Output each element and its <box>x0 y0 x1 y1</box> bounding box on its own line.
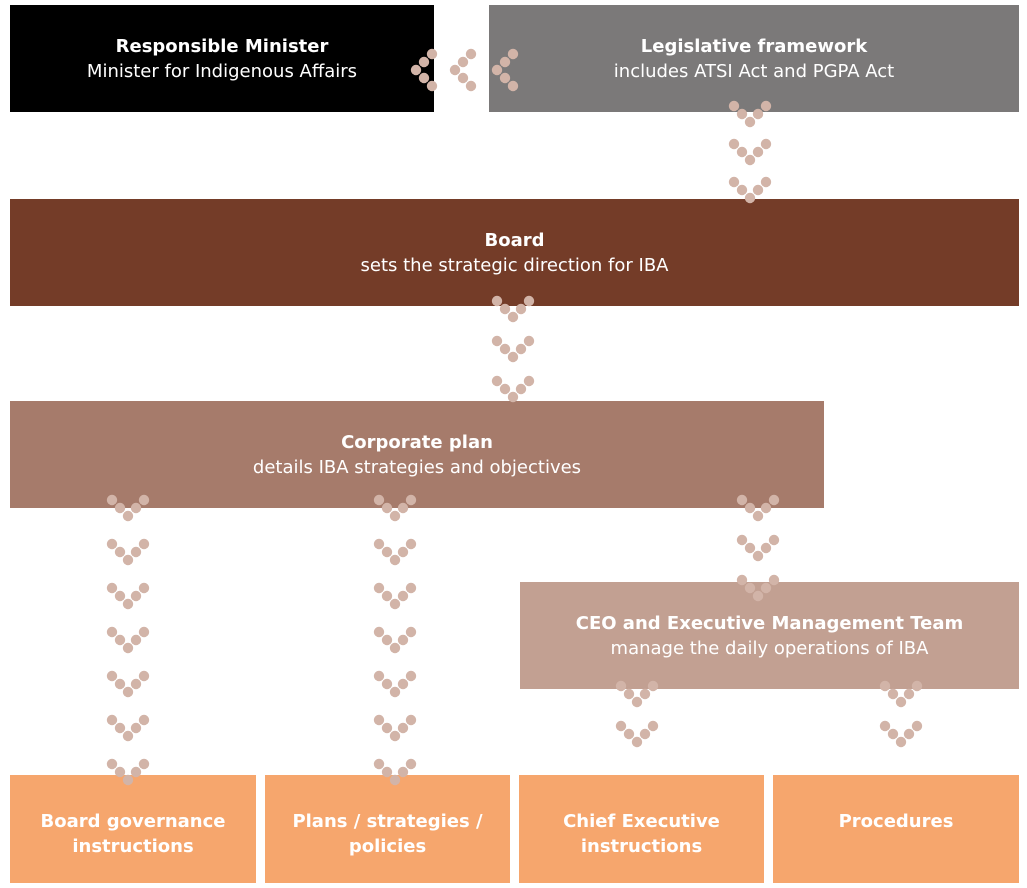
corporate-plan-subtitle: details IBA strategies and objectives <box>252 456 582 478</box>
chevron-down-icon <box>373 714 417 742</box>
chevron-down-icon <box>728 100 772 128</box>
responsible-minister-subtitle: Minister for Indigenous Affairs <box>86 60 358 82</box>
chevron-down-icon <box>106 714 150 742</box>
chevron-down-icon <box>728 176 772 204</box>
chevron-down-icon <box>373 758 417 786</box>
responsible-minister-title: Responsible Minister <box>115 35 329 57</box>
procedures-box: Procedures <box>773 775 1019 883</box>
legislative-framework-title: Legislative framework <box>640 35 868 57</box>
chevron-down-icon <box>373 582 417 610</box>
chevron-down-icon <box>736 574 780 602</box>
board-governance-instructions-box: Board governance instructions <box>10 775 256 883</box>
board-subtitle: sets the strategic direction for IBA <box>360 254 669 276</box>
chevron-down-icon <box>106 582 150 610</box>
chevron-down-icon <box>106 758 150 786</box>
chevron-down-icon <box>615 720 659 748</box>
chevron-down-icon <box>736 534 780 562</box>
chevron-down-icon <box>615 680 659 708</box>
chevron-down-icon <box>491 335 535 363</box>
legislative-framework-box: Legislative framework includes ATSI Act … <box>489 5 1019 112</box>
chevron-left-icon <box>410 48 438 92</box>
legislative-framework-subtitle: includes ATSI Act and PGPA Act <box>613 60 895 82</box>
output-line: Plans / strategies / <box>292 811 483 832</box>
chevron-down-icon <box>491 295 535 323</box>
output-line: Chief Executive <box>563 811 720 832</box>
chevron-left-icon <box>491 48 519 92</box>
chevron-down-icon <box>728 138 772 166</box>
chevron-down-icon <box>106 670 150 698</box>
plans-strategies-policies-box: Plans / strategies / policies <box>265 775 510 883</box>
corporate-plan-title: Corporate plan <box>341 431 493 453</box>
output-line: policies <box>348 836 427 857</box>
ceo-title: CEO and Executive Management Team <box>575 612 964 634</box>
board-box: Board sets the strategic direction for I… <box>10 199 1019 306</box>
output-line: Board governance <box>40 811 226 832</box>
responsible-minister-box: Responsible Minister Minister for Indige… <box>10 5 434 112</box>
chevron-down-icon <box>106 538 150 566</box>
ceo-subtitle: manage the daily operations of IBA <box>610 637 929 659</box>
chevron-down-icon <box>373 670 417 698</box>
output-line: instructions <box>72 836 194 857</box>
corporate-plan-box: Corporate plan details IBA strategies an… <box>10 401 824 508</box>
chevron-down-icon <box>373 626 417 654</box>
output-line: Procedures <box>838 811 954 832</box>
ceo-box: CEO and Executive Management Team manage… <box>520 582 1019 689</box>
chevron-down-icon <box>491 375 535 403</box>
chevron-down-icon <box>373 494 417 522</box>
chevron-down-icon <box>879 680 923 708</box>
chevron-down-icon <box>106 494 150 522</box>
board-title: Board <box>484 229 545 251</box>
chevron-down-icon <box>736 494 780 522</box>
chief-executive-instructions-box: Chief Executive instructions <box>519 775 764 883</box>
chevron-down-icon <box>106 626 150 654</box>
output-line: instructions <box>580 836 703 857</box>
chevron-down-icon <box>879 720 923 748</box>
chevron-down-icon <box>373 538 417 566</box>
chevron-left-icon <box>449 48 477 92</box>
